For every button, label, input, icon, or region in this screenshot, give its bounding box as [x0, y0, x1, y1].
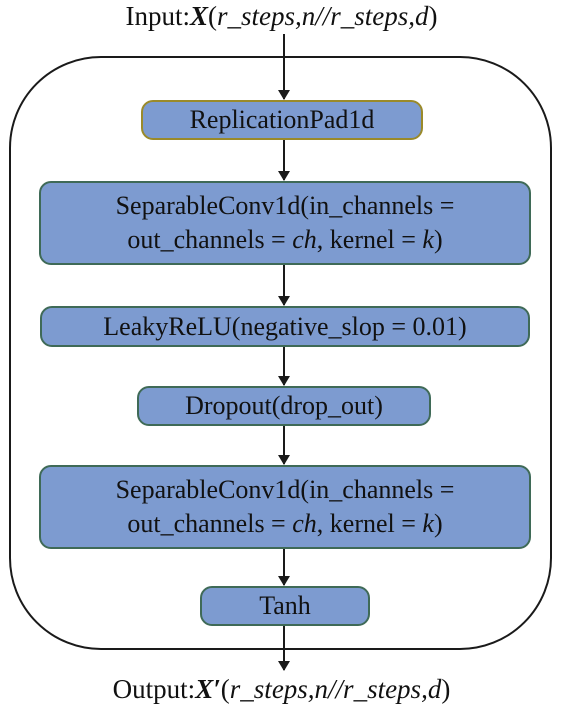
node-replication-pad-label: ReplicationPad1d	[189, 105, 375, 134]
input-var: X	[189, 1, 208, 31]
conv2-line2-b: , kernel =	[316, 509, 423, 538]
node-separable-conv-2-line1: SeparableConv1d(in_channels =	[115, 475, 455, 504]
output-label: Output:X′(r_steps,n//r_steps,d)	[0, 673, 563, 705]
node-separable-conv-2-line2: out_channels = ch, kernel = k)	[127, 507, 442, 541]
conv1-line2-c: )	[433, 225, 443, 254]
input-prefix: Input:	[125, 1, 190, 31]
input-label: Input:X(r_steps,n//r_steps,d)	[0, 0, 563, 32]
conv2-k: k	[422, 509, 434, 538]
conv1-ch: ch	[292, 225, 317, 254]
node-replication-pad: ReplicationPad1d	[141, 100, 423, 140]
output-open-paren: (	[220, 674, 230, 704]
node-dropout: Dropout(drop_out)	[137, 386, 431, 426]
node-leaky-relu-label: LeakyReLU(negative_slop = 0.01)	[103, 311, 467, 341]
module-frame	[9, 56, 552, 650]
node-leaky-relu: LeakyReLU(negative_slop = 0.01)	[40, 306, 530, 347]
conv1-line2-b: , kernel =	[316, 225, 423, 254]
node-tanh-label: Tanh	[259, 591, 311, 620]
input-args: r_steps,n//r_steps,d	[216, 1, 429, 31]
node-dropout-label: Dropout(drop_out)	[185, 391, 383, 420]
input-close-paren: )	[428, 1, 438, 31]
node-separable-conv-1-line2: out_channels = ch, kernel = k)	[127, 223, 442, 257]
conv2-ch: ch	[292, 509, 317, 538]
conv1-k: k	[422, 225, 434, 254]
node-separable-conv-2: SeparableConv1d(in_channels = out_channe…	[39, 465, 531, 549]
conv2-line2-c: )	[433, 509, 443, 538]
output-args: r_steps,n//r_steps,d	[229, 674, 442, 704]
output-close-paren: )	[441, 674, 451, 704]
output-var: X′	[195, 674, 221, 704]
input-open-paren: (	[207, 1, 217, 31]
node-separable-conv-1-line1: SeparableConv1d(in_channels =	[115, 191, 455, 220]
conv1-line2-a: out_channels =	[127, 225, 293, 254]
node-separable-conv-1: SeparableConv1d(in_channels = out_channe…	[39, 181, 531, 265]
conv2-line2-a: out_channels =	[127, 509, 293, 538]
output-prefix: Output:	[112, 674, 196, 704]
node-tanh: Tanh	[200, 586, 370, 626]
